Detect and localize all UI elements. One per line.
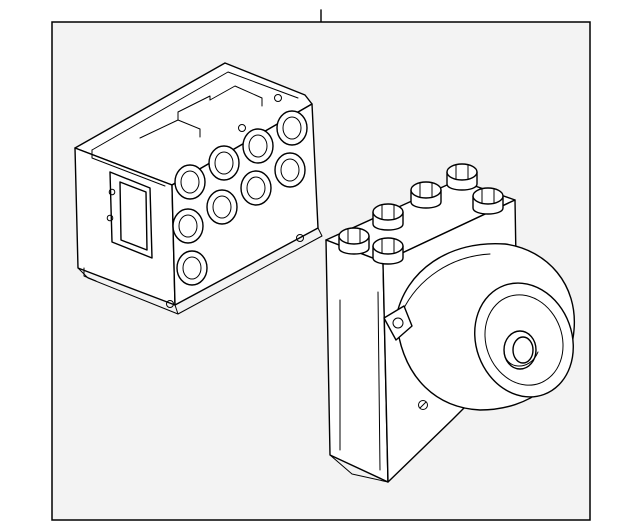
hex-fittings	[338, 163, 504, 265]
valve-ports	[172, 110, 308, 286]
hydraulic-unit-icon	[325, 179, 576, 483]
